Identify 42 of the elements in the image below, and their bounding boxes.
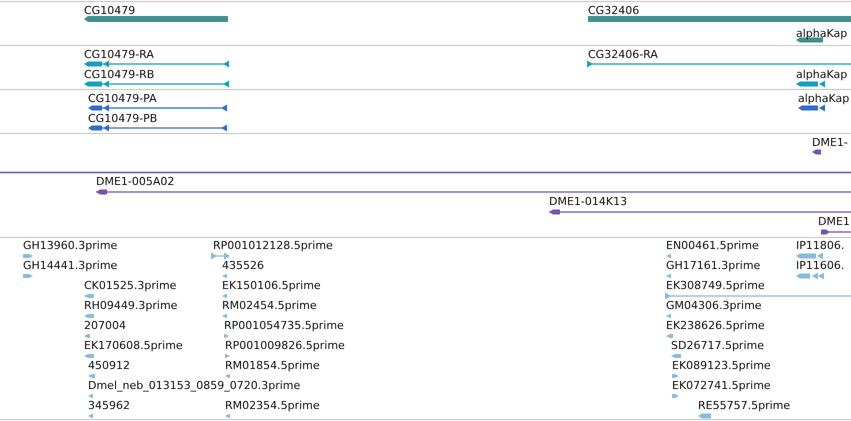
feature-label: 450912 [88,359,130,372]
feature-label: EK238626.5prime [666,319,765,332]
feature-label: RP001012128.5prime [213,239,333,252]
feature-label: CG10479-PA [88,92,157,105]
feature-label: EN00461.5prime [666,239,759,252]
feature-label: GH14441.3prime [23,259,118,272]
feature-label: CK01525.3prime [84,279,176,292]
feature-label: DME1 [818,215,850,228]
feature-label: DME1- [812,136,848,149]
feature-label: EK170608.5prime [84,339,183,352]
feature-label: GH17161.3prime [666,259,760,272]
feature-label: RP001054735.5prime [224,319,344,332]
feature-label: GH13960.3prime [23,239,118,252]
feature-label: 435526 [222,259,264,272]
feature-label: EK089123.5prime [672,359,771,372]
feature-label: alphaKap [798,92,850,105]
feature-label: CG10479-PB [88,112,158,125]
feature-label: IP11806. [796,239,844,252]
feature-label: 207004 [84,319,126,332]
feature-label: Dmel_neb_013153_0859_0720.3prime [88,379,300,392]
feature-label: DME1-005A02 [96,175,174,188]
feature-label: CG10479-RB [84,68,154,81]
feature-label: alphaKap [796,68,848,81]
feature-label: RM02454.5prime [222,299,317,312]
feature-label: RM02354.5prime [225,399,320,412]
feature-label: EK150106.5prime [222,279,321,292]
feature-label: CG10479-RA [84,48,154,61]
feature-label: CG32406 [588,4,640,17]
feature-label: 345962 [88,399,130,412]
feature-label: EK072741.5prime [672,379,771,392]
feature-label: RH09449.3prime [84,299,178,312]
feature-label: DME1-014K13 [549,195,628,208]
feature-label: RP001009826.5prime [225,339,345,352]
feature-label: RE55757.5prime [698,399,790,412]
feature-label: alphaKap [796,27,848,40]
feature-label: EK308749.5prime [666,279,765,292]
feature-label: SD26717.5prime [671,339,764,352]
feature-label: GM04306.3prime [666,299,762,312]
feature-label: CG32406-RA [588,48,658,61]
feature-label: RM01854.5prime [225,359,320,372]
feature-label: CG10479 [84,4,136,17]
feature-label: IP11606. [796,259,844,272]
